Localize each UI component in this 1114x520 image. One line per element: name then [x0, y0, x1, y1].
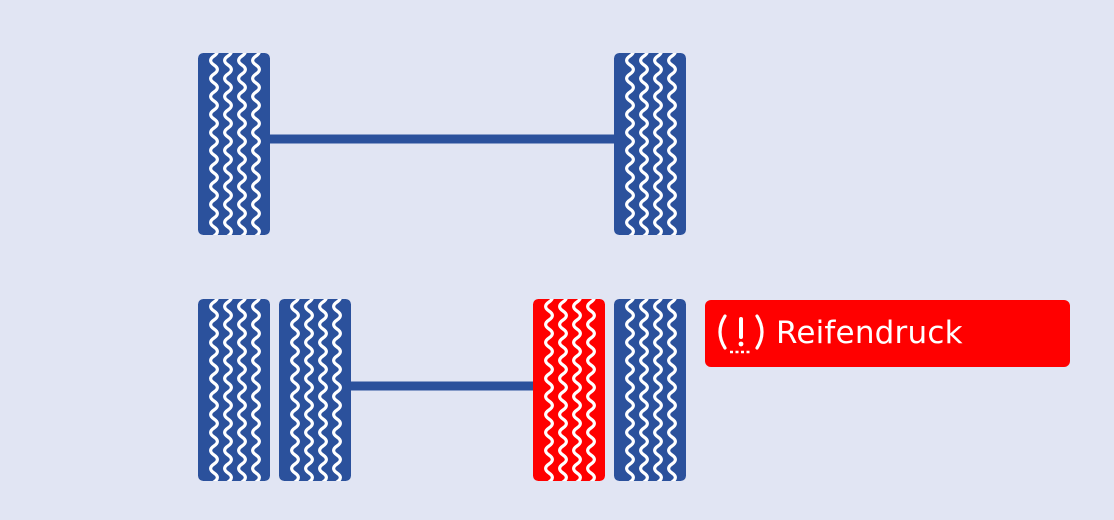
tire-front-right	[614, 53, 686, 235]
tire-rear-left-inner	[279, 299, 351, 481]
tire-pressure-alert: Reifendruck	[705, 300, 1070, 367]
tire-rear-right-outer	[614, 299, 686, 481]
tire-rear-left-outer	[198, 299, 270, 481]
tire-pressure-warning-icon	[713, 308, 769, 358]
tire-rear-right-inner	[533, 299, 605, 481]
alert-label: Reifendruck	[776, 314, 963, 351]
tire-front-left	[198, 53, 270, 235]
